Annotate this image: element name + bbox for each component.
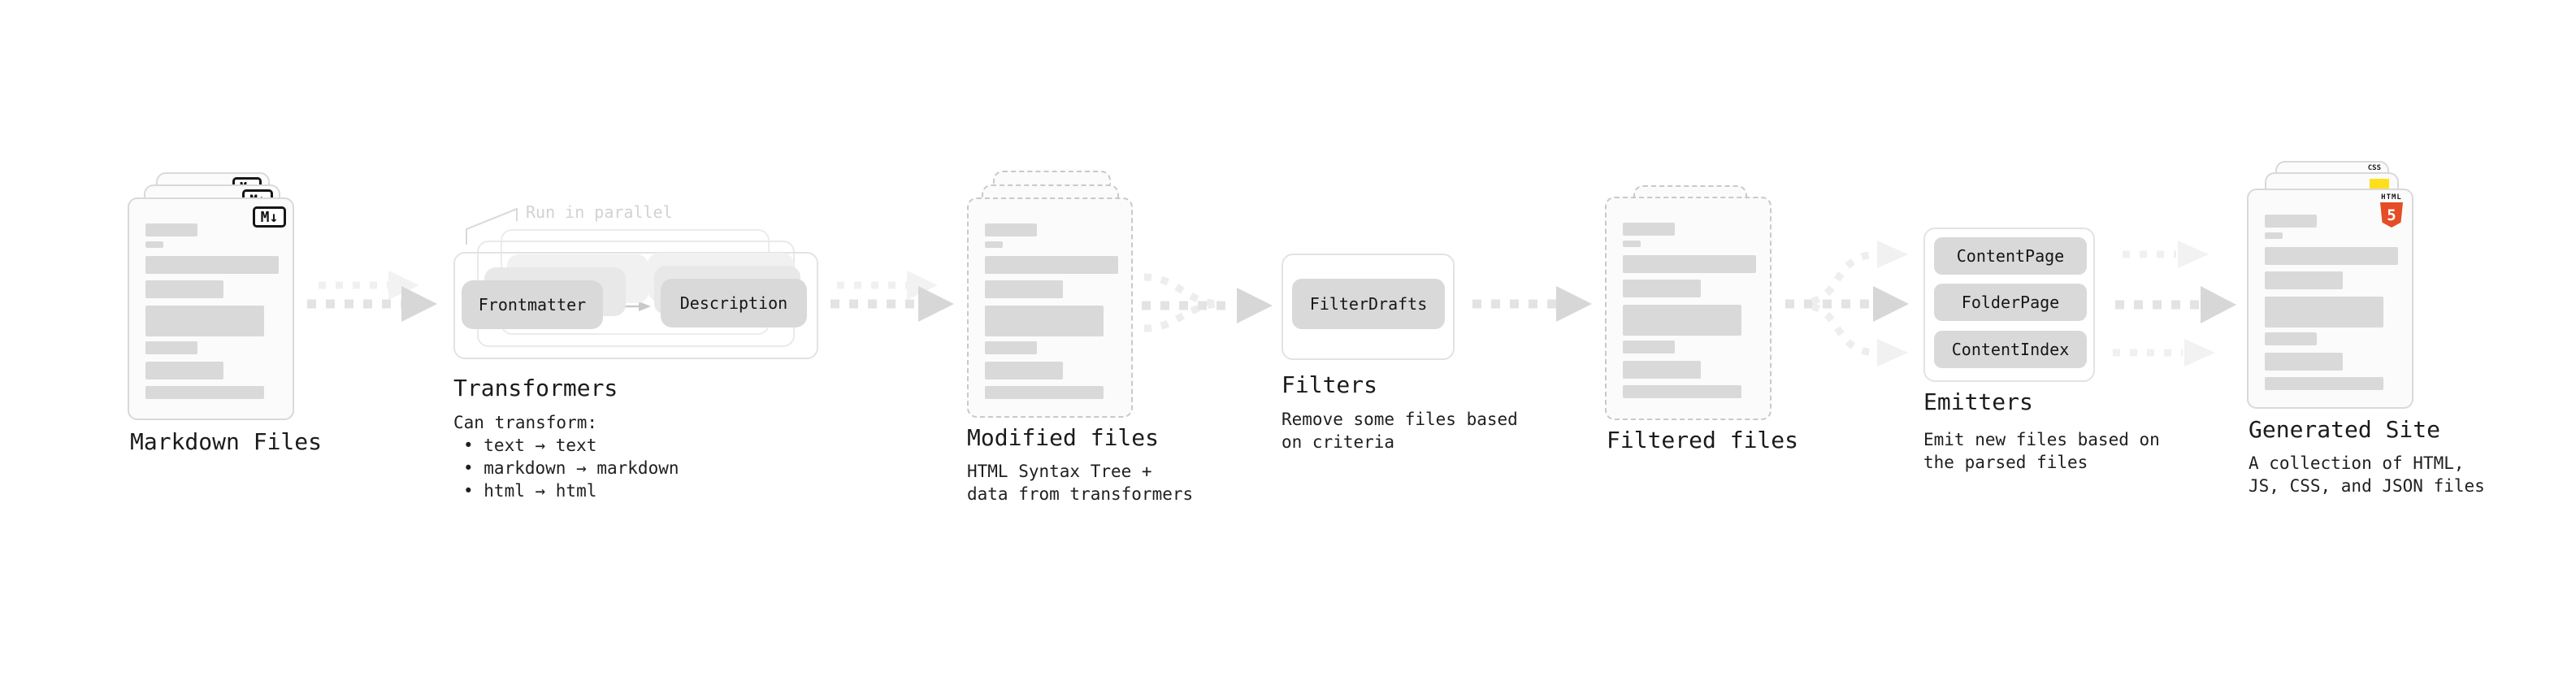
modified-file-card — [967, 197, 1133, 418]
arrow-filtered-to-emitters — [1785, 241, 1909, 367]
markdown-files-label: Markdown Files — [130, 428, 323, 455]
emitters-label: Emitters — [1923, 388, 2033, 415]
generated-site-description: A collection of HTML, JS, CSS, and JSON … — [2249, 453, 2485, 496]
generated-file-card: HTML 5 — [2247, 189, 2413, 409]
arrow-emitters-to-generated — [2113, 241, 2236, 367]
filtered-file-card — [1605, 197, 1772, 420]
generated-site-label: Generated Site — [2249, 416, 2441, 443]
transformer-layer-1 — [453, 252, 818, 359]
arrow-markdown-to-transformers — [307, 271, 437, 322]
modified-files-description: HTML Syntax Tree + data from transformer… — [967, 462, 1194, 504]
transformers-bullet: • markdown → markdown — [463, 458, 679, 478]
filters-label: Filters — [1281, 371, 1378, 398]
transformers-label: Transformers — [453, 375, 618, 401]
description-node: Description — [661, 279, 807, 327]
markdown-icon: M↓ — [253, 206, 286, 228]
contentindex-node: ContentIndex — [1934, 331, 2087, 368]
arrow-transformers-to-modified — [830, 271, 954, 322]
javascript-icon — [2370, 179, 2389, 189]
frontmatter-node: Frontmatter — [462, 280, 603, 329]
transformers-bullet: • text → text — [463, 436, 597, 455]
filters-description: Remove some files based on criteria — [1281, 410, 1518, 452]
transformers-bullet: • html → html — [463, 481, 597, 501]
emitters-box — [1923, 228, 2095, 382]
filtered-files-label: Filtered files — [1607, 427, 1799, 453]
filters-box — [1281, 254, 1455, 360]
html5-icon: HTML 5 — [2380, 193, 2403, 228]
folderpage-node: FolderPage — [1934, 284, 2087, 321]
transformers-desc-title: Can transform: — [453, 413, 598, 432]
run-in-parallel-callout-line — [466, 207, 518, 245]
run-in-parallel-annotation: Run in parallel — [526, 202, 673, 222]
emitters-description: Emit new files based on the parsed files — [1923, 430, 2160, 472]
transformers-description: Can transform: • text → text • markdown … — [453, 411, 679, 502]
contentpage-node: ContentPage — [1934, 237, 2087, 275]
arrow-modified-to-filters — [1142, 273, 1273, 332]
modified-files-label: Modified files — [967, 424, 1160, 451]
filterdrafts-node: FilterDrafts — [1292, 279, 1445, 329]
markdown-file-card: M↓ — [128, 197, 294, 420]
arrow-filters-to-filtered — [1472, 286, 1592, 322]
